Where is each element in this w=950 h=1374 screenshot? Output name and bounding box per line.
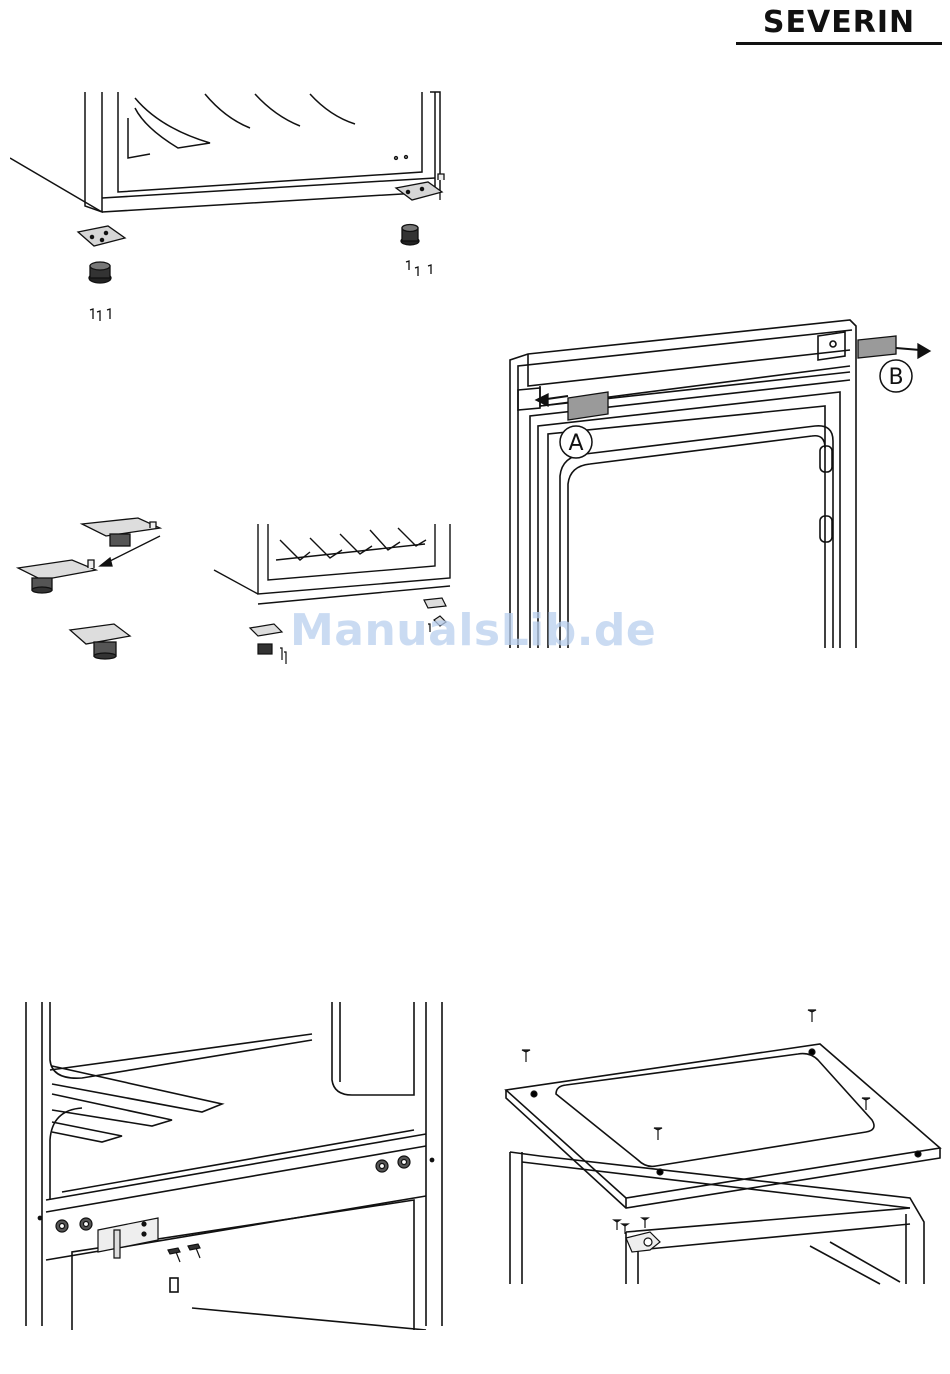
figure-hinge-pin-swap [10,512,210,672]
logo-text: SEVERIN [736,6,942,40]
top-cover-illustration [500,1002,945,1287]
figure-door-frame-parts: A B [500,316,945,651]
logo-underline [736,42,942,45]
watermark: ManualsLib.de [290,605,670,656]
figure-top-cover-removal [500,1002,945,1287]
hinge-pin-swap-illustration [10,512,210,672]
lower-hinge-detail-illustration [22,1000,447,1330]
callout-b-label: B [888,365,903,390]
figure-lower-hinge-detail [22,1000,447,1330]
severin-logo: SEVERIN [736,6,942,48]
callout-a-label: A [568,431,583,456]
door-frame-illustration: A B [500,316,945,651]
figure-bottom-hinge-removal [10,88,460,328]
bottom-hinge-illustration [10,88,460,328]
